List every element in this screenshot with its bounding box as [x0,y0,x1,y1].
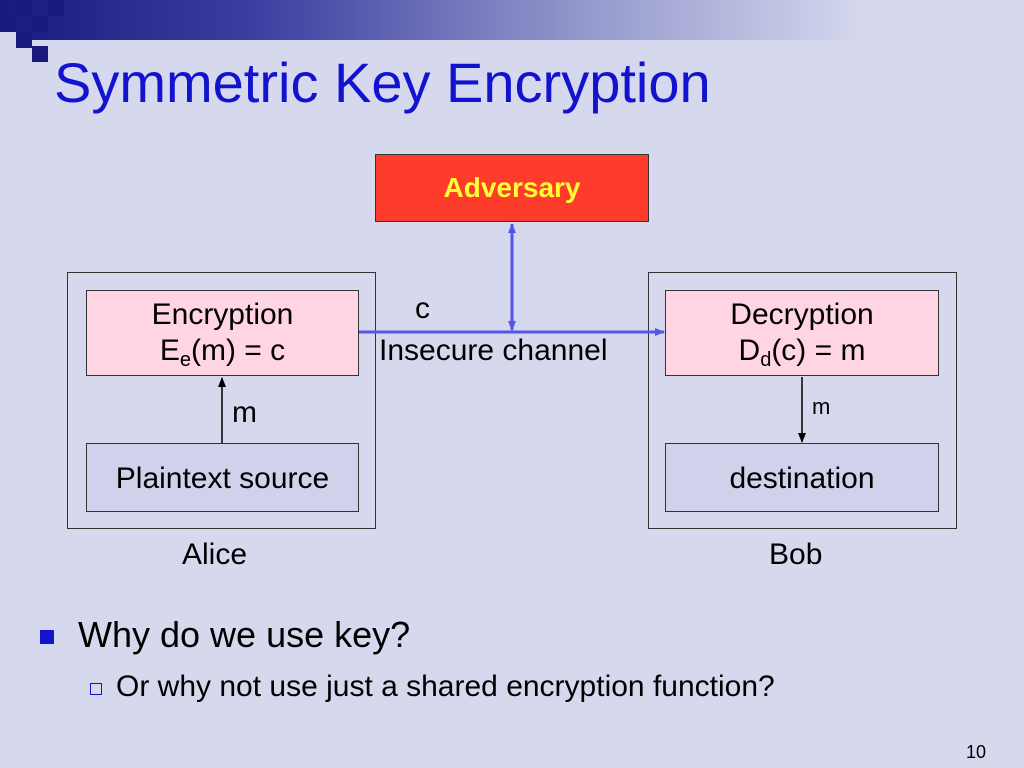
plaintext-source-box: Plaintext source [86,443,359,512]
page-number: 10 [966,742,987,762]
encryption-box: Encryption Ee(m) = c [86,290,359,376]
bob-label: Bob [769,538,823,571]
encryption-title: Encryption [151,298,294,331]
slide-title: Symmetric Key Encryption [54,51,711,114]
channel-label: Insecure channel [379,334,608,367]
header-gradient-bar [0,0,1024,40]
channel-symbol: c [415,292,430,325]
decryption-box: Decryption Dd(c) = m [665,290,939,376]
destination-label: destination [729,462,875,495]
encryption-formula: Ee(m) = c [159,334,286,371]
alice-label: Alice [182,538,248,571]
sub-bullet-text: Or why not use just a shared encryption … [116,670,775,703]
adversary-label: Adversary [443,172,581,203]
decryption-formula: Dd(c) = m [738,334,866,371]
bullet-text: Why do we use key? [78,614,411,655]
adversary-box: Adversary [375,154,649,222]
corner-decoration [0,0,66,62]
bob-container [648,272,957,529]
alice-container [67,272,376,529]
plaintext-source-label: Plaintext source [115,462,330,495]
alice-m-label: m [232,396,257,429]
bob-m-label: m [812,394,831,419]
sub-bullet-box-icon [90,683,102,695]
destination-box: destination [665,443,939,512]
decryption-title: Decryption [730,298,874,331]
bullet-square-icon [40,630,54,644]
